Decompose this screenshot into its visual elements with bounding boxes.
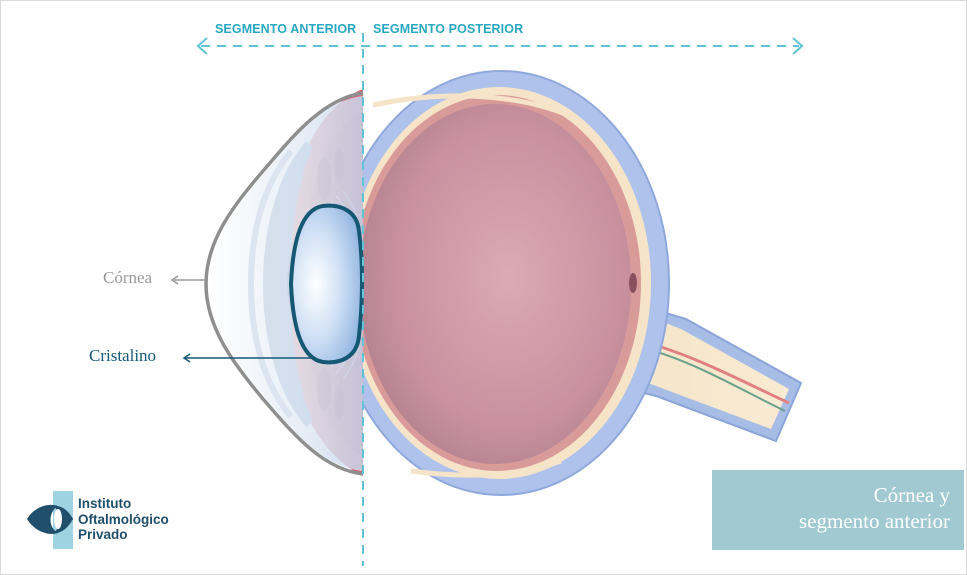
logo-line-2: Oftalmológico [78, 511, 169, 527]
vitreous-body [359, 104, 631, 464]
title-box: Córnea y segmento anterior [712, 470, 964, 550]
cornea-label: Córnea [103, 268, 153, 287]
cristalino-leader [182, 353, 313, 363]
arrow-left-icon [196, 37, 208, 55]
arrow-left-icon [182, 353, 191, 363]
segment-anterior-label: SEGMENTO ANTERIOR [215, 22, 357, 36]
title-line-2: segmento anterior [798, 509, 950, 533]
cornea-leader [170, 275, 206, 285]
segment-posterior-label: SEGMENTO POSTERIOR [373, 22, 524, 36]
segment-arrow [196, 37, 804, 55]
logo-line-1: Instituto [78, 496, 132, 511]
optic-disc [629, 273, 637, 293]
logo-line-3: Privado [78, 527, 128, 542]
cornea [209, 96, 363, 471]
title-line-1: Córnea y [873, 483, 950, 507]
logo-eye-icon [27, 491, 73, 549]
cristalino-label: Cristalino [89, 346, 157, 365]
lens-cristalino [288, 203, 364, 365]
logo-text: Instituto Oftalmológico Privado [78, 496, 169, 543]
arrow-left-icon [170, 275, 179, 285]
arrow-right-icon [792, 37, 804, 55]
